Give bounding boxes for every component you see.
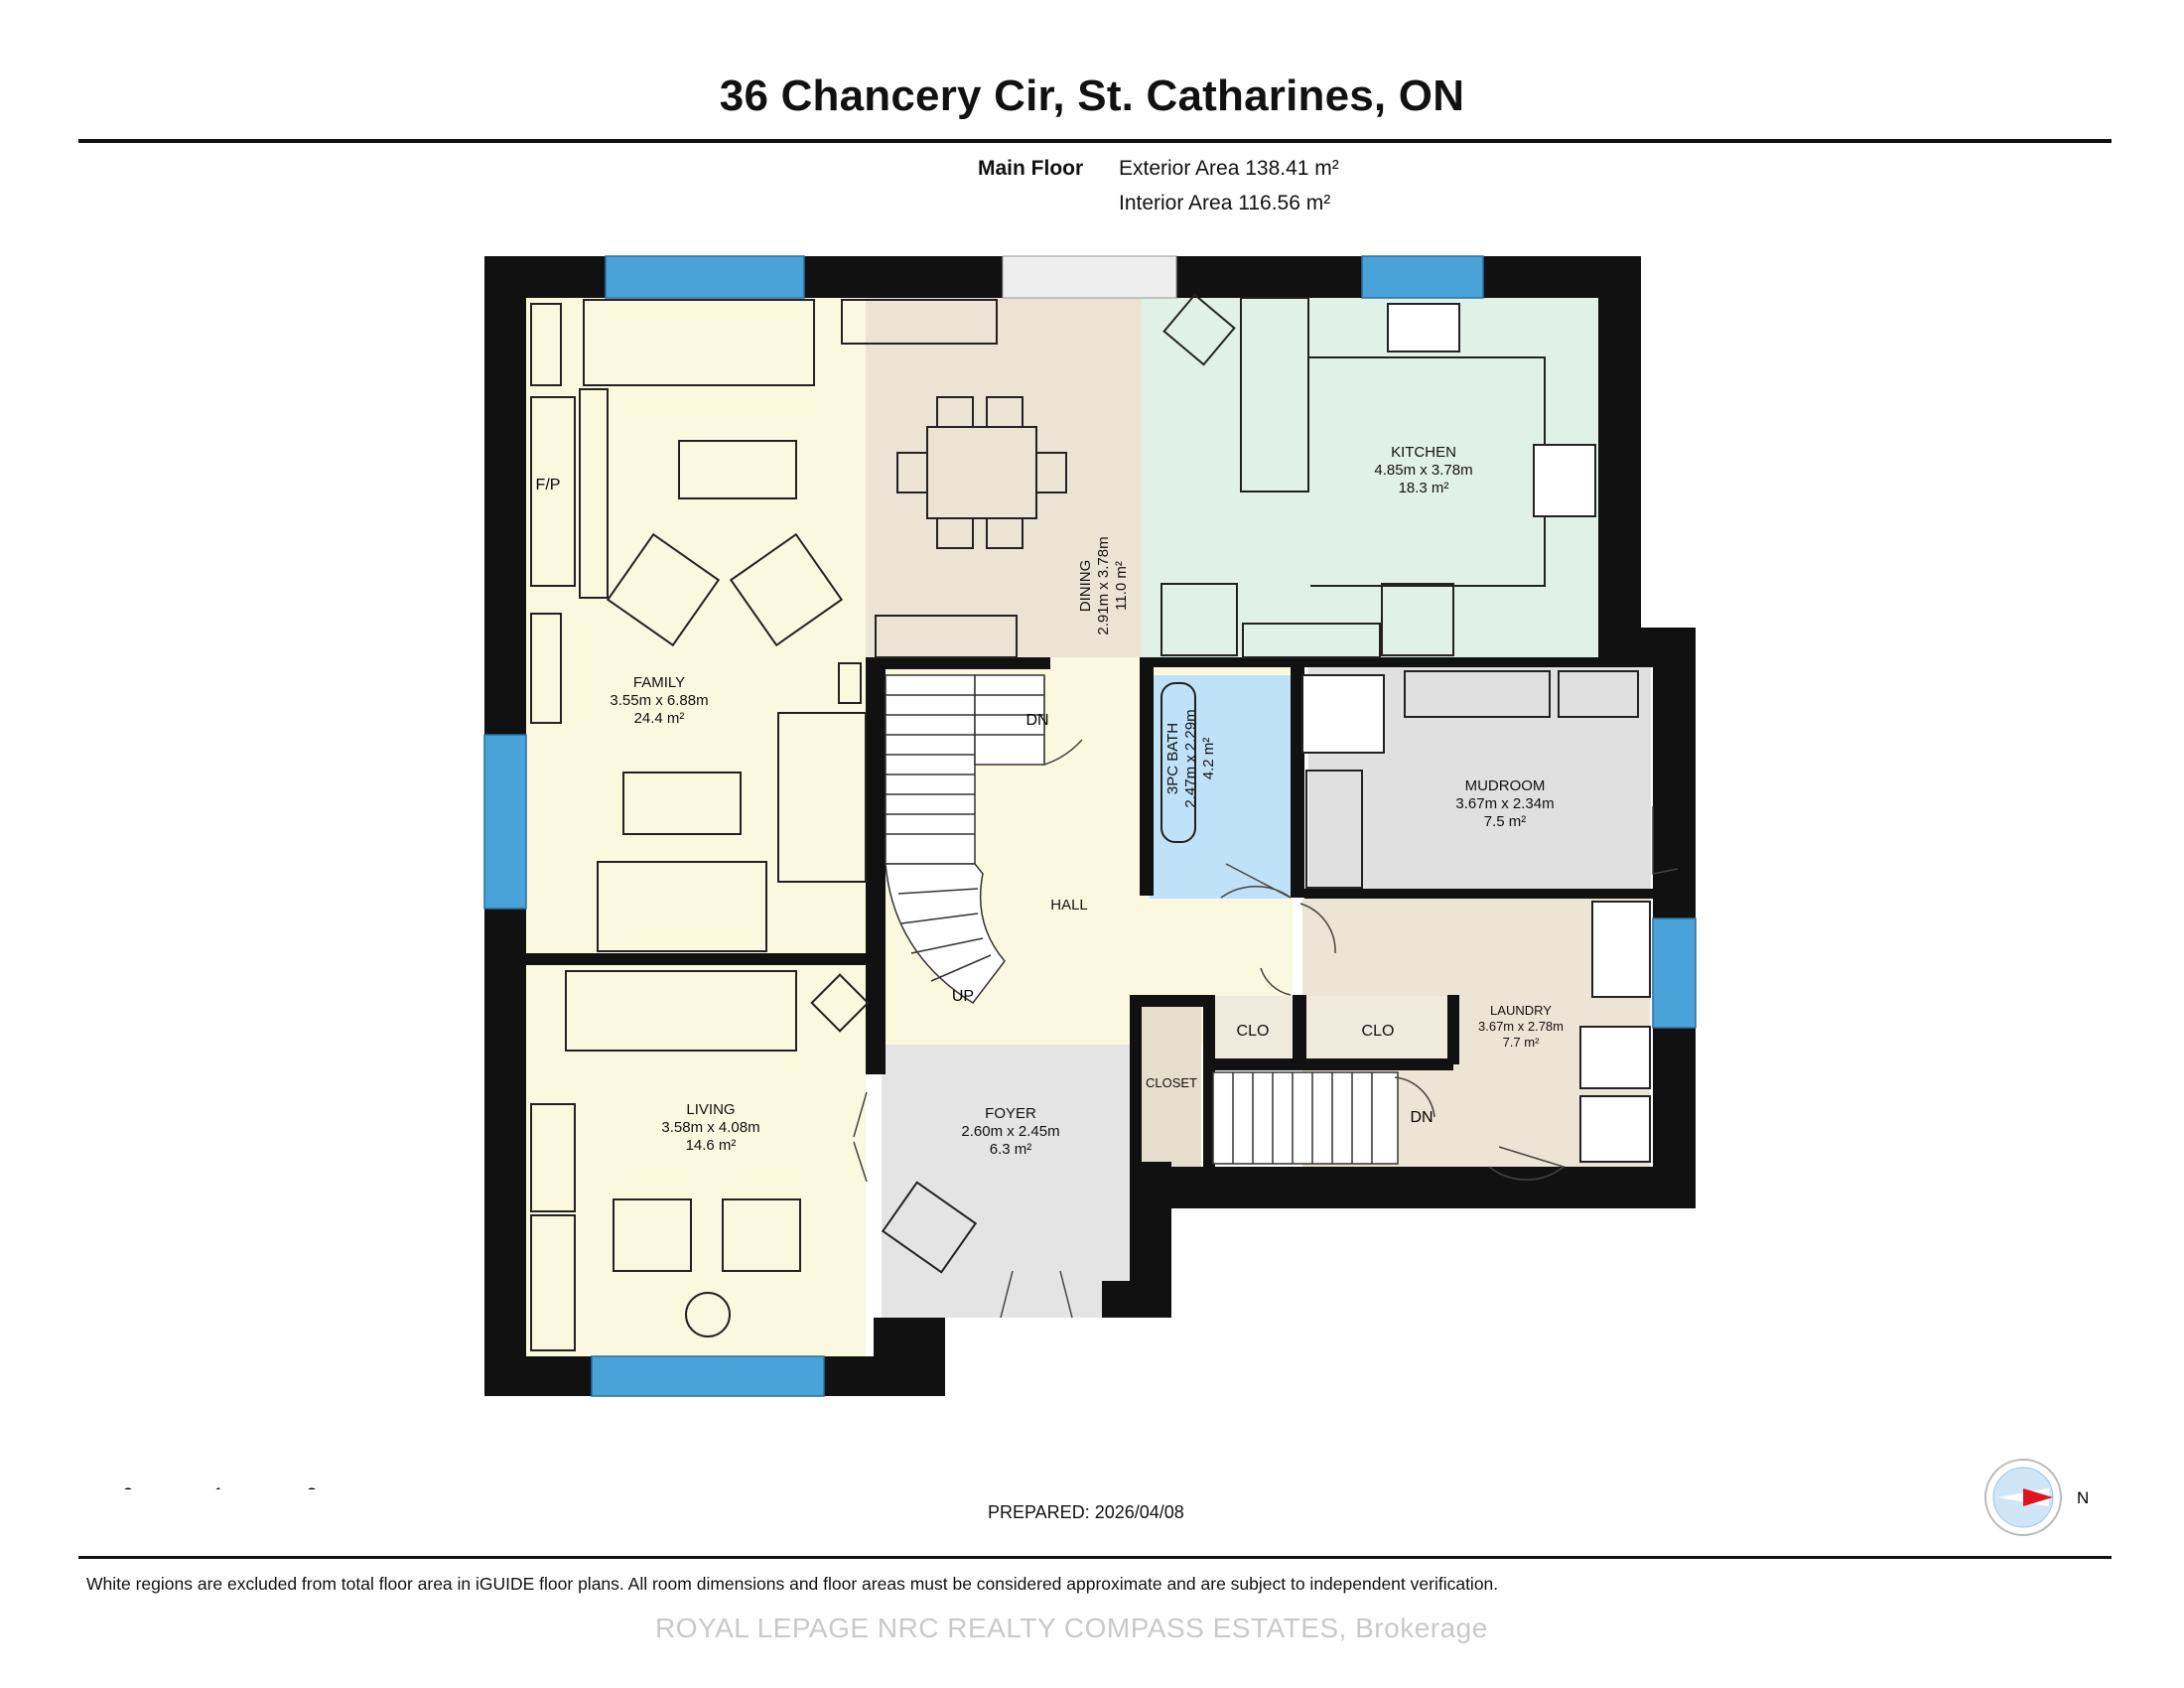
furniture — [530, 293, 1651, 1351]
foyer-dims: 2.60m x 2.45m — [961, 1123, 1059, 1140]
family-area: 24.4 m² — [634, 710, 685, 727]
scale-bar: 0 1 2 m — [122, 1484, 318, 1489]
compass-direction: N — [2077, 1488, 2089, 1507]
bath-area: 4.2 m² — [1200, 738, 1217, 780]
stair-dn-label: DN — [1025, 712, 1048, 729]
room-kitchen — [1142, 298, 1598, 657]
clo1-name: CLO — [1237, 1023, 1270, 1040]
laundry-area: 7.7 m² — [1503, 1035, 1541, 1050]
foyer-area: 6.3 m² — [990, 1141, 1032, 1158]
prepared-date: PREPARED: 2026/04/08 — [988, 1502, 1184, 1522]
page-title: 36 Chancery Cir, St. Catharines, ON — [719, 71, 1465, 120]
living-name: LIVING — [686, 1101, 735, 1118]
kitchen-dims: 4.85m x 3.78m — [1374, 462, 1472, 479]
bath-name: 3PC BATH — [1164, 723, 1181, 794]
stairs — [885, 674, 1399, 1165]
title-divider — [78, 139, 2112, 143]
patio-door — [1002, 255, 1177, 299]
dining-area: 11.0 m² — [1113, 561, 1130, 611]
room-foyer — [882, 1045, 1132, 1318]
living-area: 14.6 m² — [686, 1137, 737, 1154]
mudroom-area: 7.5 m² — [1484, 813, 1527, 830]
compass-icon: N — [1984, 1459, 2089, 1536]
scale-tick-2: 2 — [306, 1484, 318, 1489]
living-dims: 3.58m x 4.08m — [661, 1119, 759, 1136]
floor-plan: F/P DN UP DN FAMILY 3.55m x 6.88m 24.4 m… — [122, 255, 1697, 1489]
dining-name: DINING — [1077, 560, 1094, 613]
room-family — [526, 298, 866, 953]
family-name: FAMILY — [633, 674, 685, 691]
scale-tick-0: 0 — [122, 1484, 134, 1489]
closet-name: CLOSET — [1146, 1075, 1197, 1090]
clo2-name: CLO — [1362, 1023, 1395, 1040]
scale-tick-1: 1 — [212, 1484, 224, 1489]
room-bath — [1150, 675, 1291, 899]
mudroom-name: MUDROOM — [1465, 777, 1546, 794]
bath-dims: 2.47m x 2.29m — [1182, 709, 1199, 807]
room-closet — [1140, 1003, 1201, 1167]
room-clo-2 — [1306, 996, 1447, 1060]
kitchen-area: 18.3 m² — [1399, 480, 1449, 496]
laundry-name: LAUNDRY — [1490, 1003, 1552, 1018]
mudroom-dims: 3.67m x 2.34m — [1455, 795, 1554, 812]
fireplace-label: F/P — [536, 477, 561, 493]
disclaimer: White regions are excluded from total fl… — [86, 1574, 1499, 1594]
room-dining — [866, 298, 1142, 657]
exterior-area: Exterior Area 138.41 m² — [1119, 157, 1339, 180]
room-clo-1 — [1213, 996, 1293, 1060]
brokerage-watermark: ROYAL LEPAGE NRC REALTY COMPASS ESTATES,… — [655, 1613, 1488, 1643]
kitchen-name: KITCHEN — [1391, 444, 1456, 461]
floor-name: Main Floor — [978, 157, 1084, 180]
windows — [483, 255, 1697, 1397]
dining-dims: 2.91m x 3.78m — [1095, 536, 1112, 634]
footer-divider — [78, 1556, 2112, 1559]
foyer-name: FOYER — [985, 1105, 1036, 1122]
stair-dn2-label: DN — [1410, 1109, 1433, 1126]
stair-up-label: UP — [952, 988, 974, 1005]
room-labels: FAMILY 3.55m x 6.88m 24.4 m² KITCHEN 4.8… — [610, 444, 1564, 1158]
hall-name: HALL — [1050, 897, 1088, 914]
doors — [853, 677, 1679, 1319]
laundry-dims: 3.67m x 2.78m — [1478, 1019, 1564, 1034]
family-dims: 3.55m x 6.88m — [610, 692, 708, 709]
interior-area: Interior Area 116.56 m² — [1119, 192, 1331, 214]
